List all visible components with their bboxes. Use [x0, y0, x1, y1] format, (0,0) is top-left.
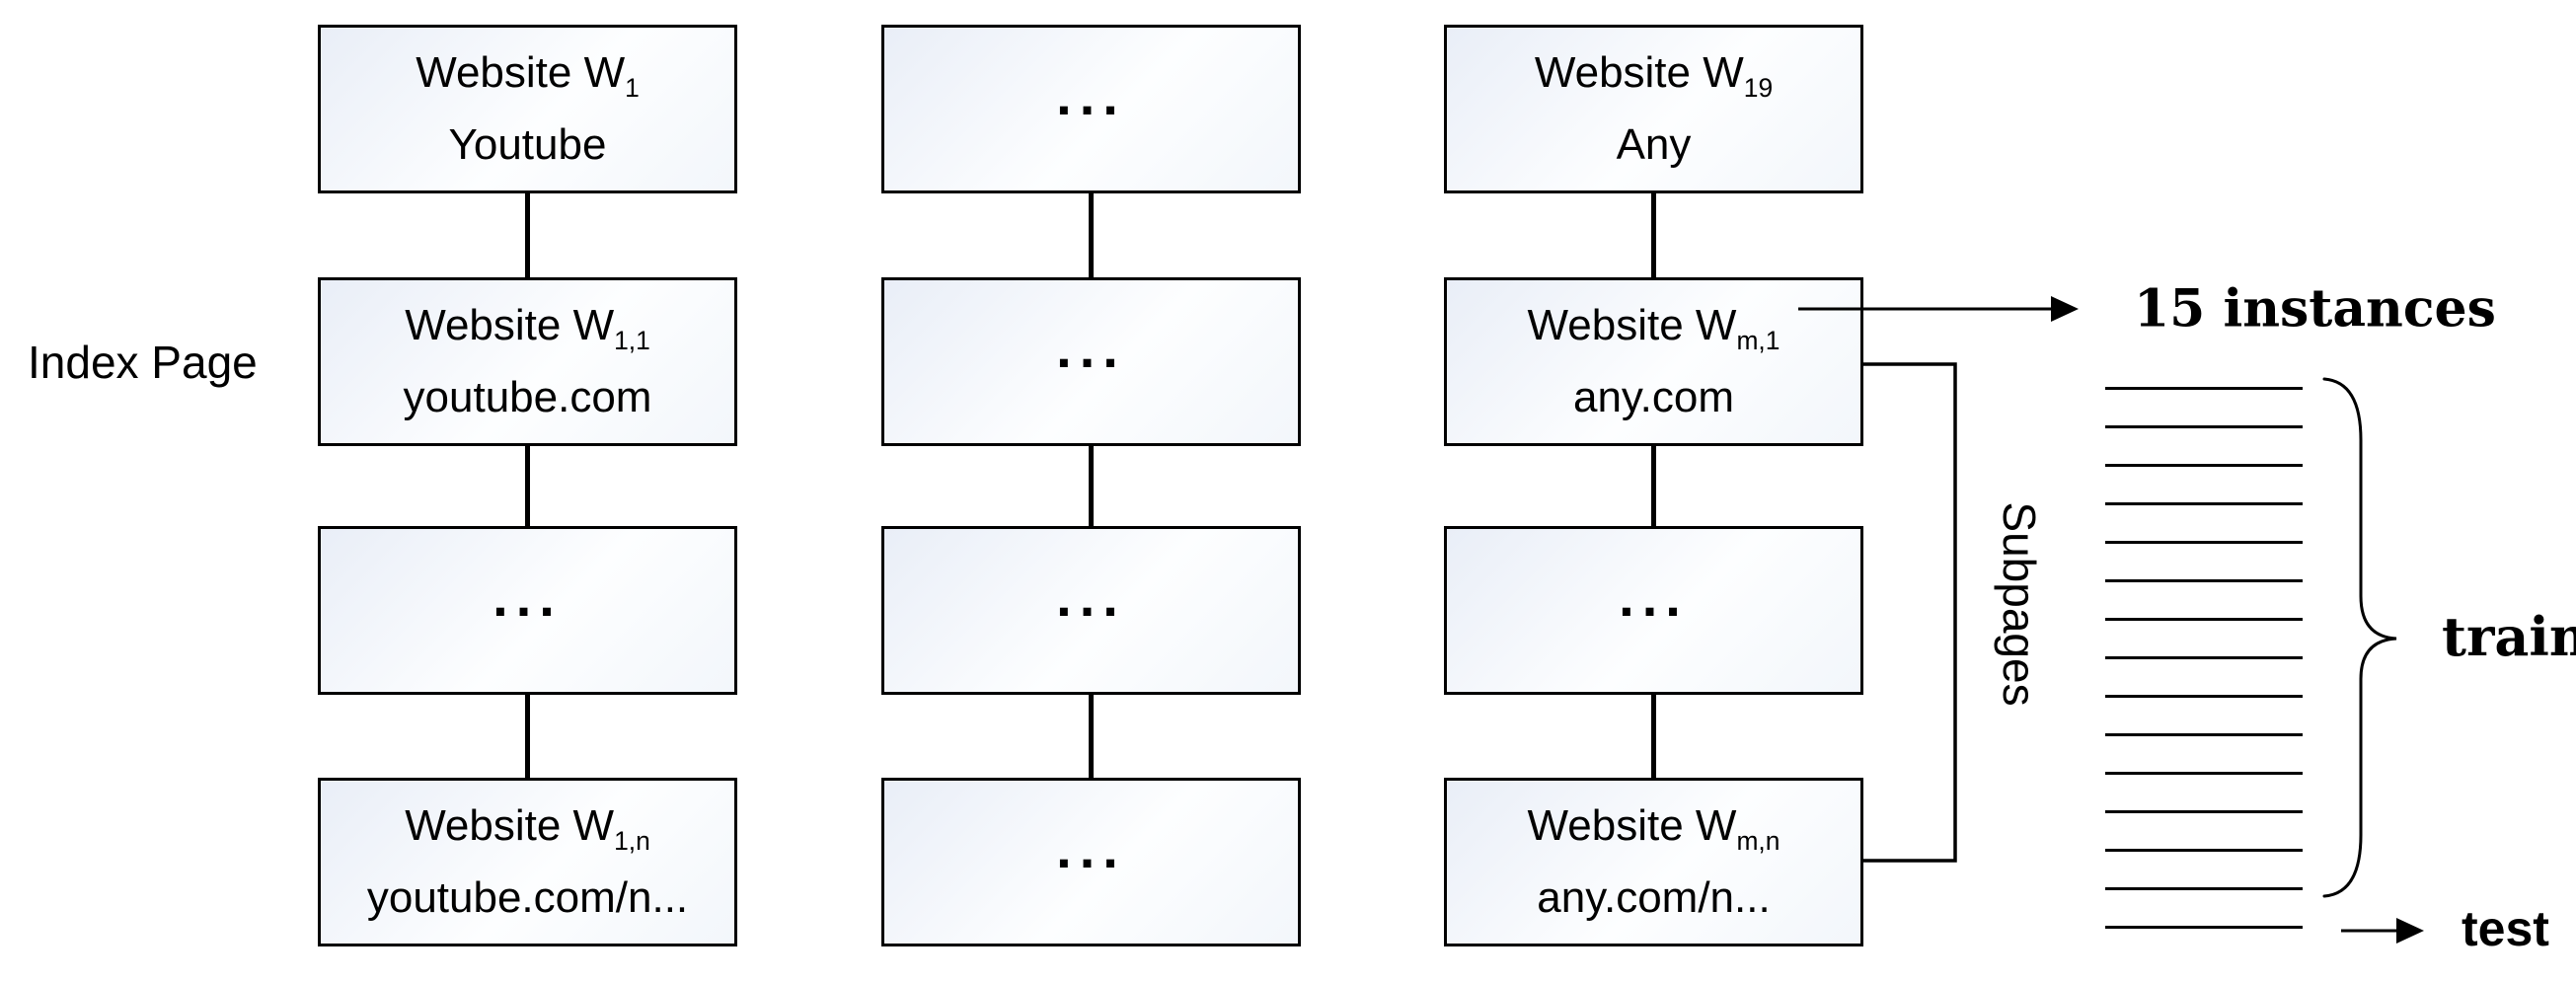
subscript: 19: [1743, 72, 1774, 103]
box-subtitle: youtube.com/n...: [366, 872, 689, 922]
train-label: train: [2442, 605, 2576, 668]
box-subtitle: any.com/n...: [1537, 872, 1771, 922]
instance-line: [2105, 656, 2303, 659]
instances-count-label: 15 instances: [2134, 278, 2496, 340]
box-title: Website W19: [1535, 44, 1773, 116]
box-website-w1-1: Website W1,1 youtube.com: [318, 277, 737, 446]
instance-line: [2105, 541, 2303, 544]
instance-lines: [2105, 387, 2303, 932]
box-subtitle: Youtube: [448, 119, 607, 169]
instance-line: [2105, 926, 2303, 929]
test-arrowhead-icon: [2396, 918, 2424, 944]
box-title-text: Website W: [1534, 48, 1744, 98]
box-website-w1-n: Website W1,n youtube.com/n...: [318, 778, 737, 946]
connector-col2-r2r3: [1089, 446, 1094, 526]
connector-col3-r2r3: [1651, 446, 1656, 526]
box-title-text: Website W: [405, 801, 615, 851]
subscript: m,n: [1736, 825, 1780, 856]
instance-line: [2105, 733, 2303, 736]
instance-line: [2105, 618, 2303, 621]
subscript: 1,1: [614, 325, 650, 355]
box-title: Website W1: [416, 44, 640, 116]
index-page-label: Index Page: [28, 337, 258, 388]
box-title: Website W1,1: [404, 297, 652, 369]
box-title-text: Website W: [1527, 801, 1737, 851]
box-label: Website W1 Youtube: [416, 44, 640, 174]
box-title: Website W1,n: [367, 797, 688, 870]
box-title-text: Website W: [1527, 301, 1737, 350]
connector-col3-r3r4: [1651, 695, 1656, 778]
box-label: Website Wm,n any.com/n...: [1528, 797, 1780, 927]
box-label: Website W19 Any: [1535, 44, 1773, 174]
box-title-text: Website W: [416, 48, 626, 98]
instance-line: [2105, 579, 2303, 582]
connector-col2-r3r4: [1089, 695, 1094, 778]
test-label: test: [2462, 901, 2549, 956]
instance-line: [2105, 425, 2303, 428]
box-ellipsis-col2-r4: ...: [881, 778, 1301, 946]
instances-arrowhead-icon: [2051, 296, 2079, 322]
box-ellipsis-col3: ...: [1444, 526, 1863, 695]
box-ellipsis-col2-r2: ...: [881, 277, 1301, 446]
box-ellipsis-col1: ...: [318, 526, 737, 695]
instance-line: [2105, 502, 2303, 505]
instance-line: [2105, 387, 2303, 390]
box-subtitle: youtube.com: [403, 372, 652, 421]
connector-col3-r1r2: [1651, 193, 1656, 277]
box-ellipsis-col2-r3: ...: [881, 526, 1301, 695]
box-label: Website W1,1 youtube.com: [404, 297, 652, 426]
box-website-wm-1: Website Wm,1 any.com: [1444, 277, 1863, 446]
instance-line: [2105, 810, 2303, 813]
box-website-wm-n: Website Wm,n any.com/n...: [1444, 778, 1863, 946]
box-label: Website Wm,1 any.com: [1528, 297, 1780, 426]
box-ellipsis-col2-r1: ...: [881, 25, 1301, 193]
box-website-w19: Website W19 Any: [1444, 25, 1863, 193]
instance-line: [2105, 464, 2303, 467]
ellipsis-label: ...: [1056, 316, 1126, 379]
ellipsis-label: ...: [1056, 565, 1126, 628]
connector-col1-r2r3: [525, 446, 530, 526]
instance-line: [2105, 887, 2303, 890]
box-title-text: Website W: [405, 301, 615, 350]
ellipsis-label: ...: [492, 565, 563, 628]
train-curly-brace: [2322, 377, 2397, 898]
box-title: Website Wm,1: [1528, 297, 1780, 369]
instance-line: [2105, 695, 2303, 698]
subpages-bracket: [1863, 362, 1957, 863]
ellipsis-label: ...: [1056, 63, 1126, 126]
connector-col1-r3r4: [525, 695, 530, 778]
subpages-label: Subpages: [1994, 501, 2045, 707]
box-label: Website W1,n youtube.com/n...: [367, 797, 688, 927]
ellipsis-label: ...: [1619, 565, 1689, 628]
box-website-w1: Website W1 Youtube: [318, 25, 737, 193]
connector-col2-r1r2: [1089, 193, 1094, 277]
box-subtitle: Any: [1616, 119, 1692, 169]
subscript: m,1: [1736, 325, 1780, 355]
ellipsis-label: ...: [1056, 816, 1126, 879]
instance-line: [2105, 849, 2303, 852]
box-subtitle: any.com: [1572, 372, 1735, 421]
instance-line: [2105, 772, 2303, 775]
subscript: 1: [625, 72, 640, 103]
subscript: 1,n: [614, 825, 650, 856]
connector-col1-r1r2: [525, 193, 530, 277]
box-title: Website Wm,n: [1528, 797, 1780, 870]
